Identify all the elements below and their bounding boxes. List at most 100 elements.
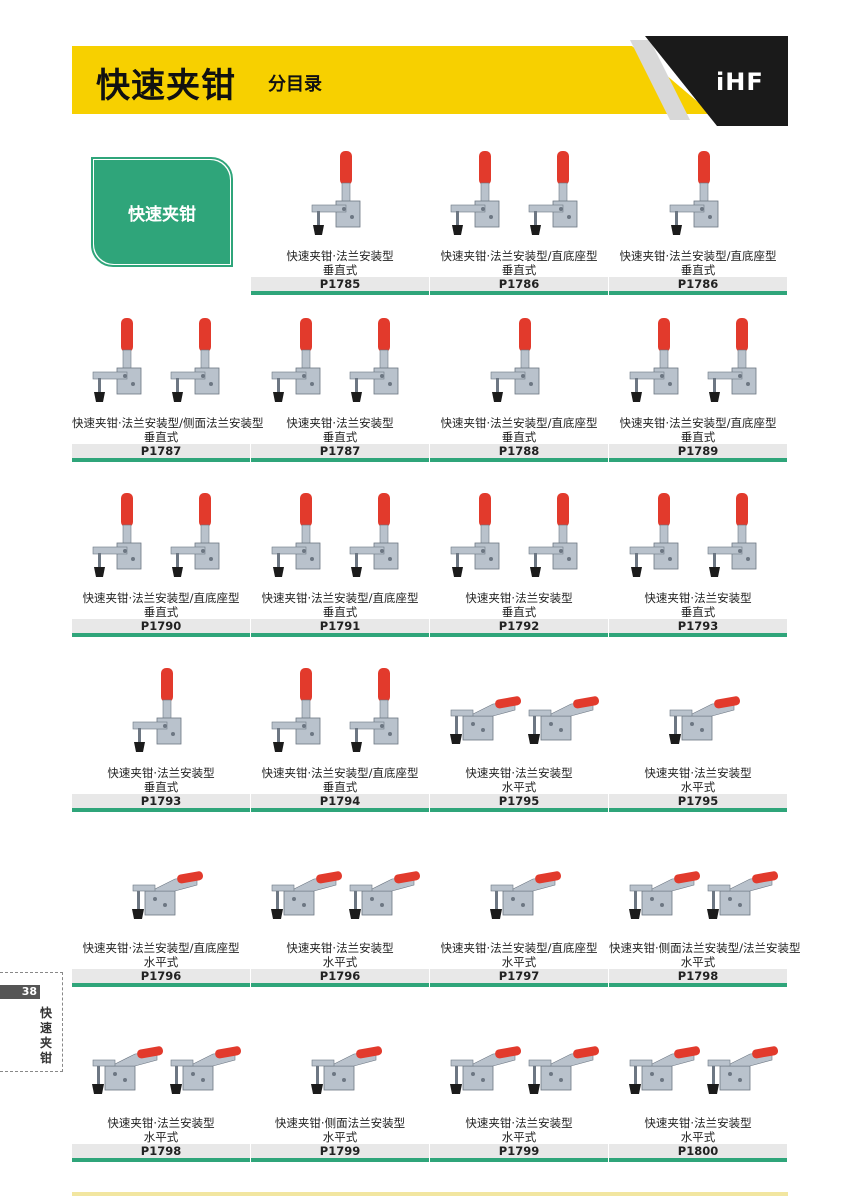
footer-strip: [72, 1192, 788, 1196]
product-image: [615, 145, 781, 245]
product-name: 快速夹钳·法兰安装型: [465, 1116, 573, 1130]
product-image: [78, 487, 244, 587]
product-style: 水平式: [143, 955, 179, 969]
header-banner: [72, 46, 712, 114]
product-code: P1799: [251, 1144, 429, 1158]
product-style: 垂直式: [322, 263, 358, 277]
product-divider: [609, 291, 787, 295]
product-name: 快速夹钳·法兰安装型: [465, 766, 573, 780]
product-divider: [609, 633, 787, 637]
product-image: [436, 662, 602, 762]
product-name: 快速夹钳·侧面法兰安装型: [274, 1116, 406, 1130]
page-number: 38: [0, 985, 40, 999]
product-image: [257, 1012, 423, 1112]
product-name: 快速夹钳·法兰安装型: [286, 416, 394, 430]
product-image: [615, 312, 781, 412]
product-image: [436, 145, 602, 245]
product-style: 垂直式: [143, 780, 179, 794]
product-code: P1793: [609, 619, 787, 633]
product-code: P1791: [251, 619, 429, 633]
product-style: 垂直式: [143, 605, 179, 619]
product-name: 快速夹钳·法兰安装型/侧面法兰安装型: [72, 416, 264, 430]
product-divider: [609, 1158, 787, 1162]
product-name: 快速夹钳·法兰安装型/直底座型: [440, 941, 598, 955]
side-tab: [0, 972, 63, 1072]
product-divider: [609, 458, 787, 462]
product-image: [615, 837, 781, 937]
product-code: P1793: [72, 794, 250, 808]
product-style: 水平式: [680, 1130, 716, 1144]
product-style: 水平式: [680, 780, 716, 794]
product-name: 快速夹钳·法兰安装型/直底座型: [619, 249, 777, 263]
brand-logo: iHF: [716, 68, 764, 96]
product-image: [78, 662, 244, 762]
product-name: 快速夹钳·法兰安装型/直底座型: [261, 766, 419, 780]
product-style: 垂直式: [680, 263, 716, 277]
product-style: 水平式: [501, 780, 537, 794]
product-image: [257, 662, 423, 762]
product-divider: [251, 458, 429, 462]
product-divider: [251, 633, 429, 637]
product-style: 垂直式: [680, 605, 716, 619]
product-name: 快速夹钳·法兰安装型: [107, 1116, 215, 1130]
product-style: 水平式: [322, 1130, 358, 1144]
product-code: P1792: [430, 619, 608, 633]
product-divider: [430, 291, 608, 295]
product-image: [436, 837, 602, 937]
product-image: [615, 662, 781, 762]
product-divider: [430, 458, 608, 462]
product-style: 垂直式: [322, 780, 358, 794]
product-name: 快速夹钳·法兰安装型: [644, 1116, 752, 1130]
product-code: P1798: [609, 969, 787, 983]
product-style: 垂直式: [501, 263, 537, 277]
product-style: 水平式: [501, 1130, 537, 1144]
product-image: [257, 837, 423, 937]
product-divider: [72, 458, 250, 462]
product-style: 水平式: [501, 955, 537, 969]
product-code: P1799: [430, 1144, 608, 1158]
product-image: [257, 145, 423, 245]
product-image: [615, 1012, 781, 1112]
product-code: P1789: [609, 444, 787, 458]
product-divider: [430, 633, 608, 637]
product-image: [78, 312, 244, 412]
product-divider: [609, 808, 787, 812]
product-style: 水平式: [143, 1130, 179, 1144]
product-divider: [430, 808, 608, 812]
product-name: 快速夹钳·法兰安装型/直底座型: [82, 591, 240, 605]
product-divider: [609, 983, 787, 987]
product-name: 快速夹钳·法兰安装型: [465, 591, 573, 605]
product-code: P1796: [251, 969, 429, 983]
product-divider: [430, 1158, 608, 1162]
product-code: P1800: [609, 1144, 787, 1158]
product-divider: [72, 1158, 250, 1162]
product-image: [436, 312, 602, 412]
product-code: P1795: [430, 794, 608, 808]
product-name: 快速夹钳·法兰安装型: [286, 941, 394, 955]
product-divider: [430, 983, 608, 987]
product-name: 快速夹钳·法兰安装型: [107, 766, 215, 780]
product-code: P1786: [609, 277, 787, 291]
category-badge: 快速夹钳: [94, 160, 230, 264]
product-style: 垂直式: [322, 605, 358, 619]
product-code: P1796: [72, 969, 250, 983]
product-code: P1787: [72, 444, 250, 458]
product-image: [436, 487, 602, 587]
product-style: 垂直式: [501, 430, 537, 444]
product-image: [615, 487, 781, 587]
